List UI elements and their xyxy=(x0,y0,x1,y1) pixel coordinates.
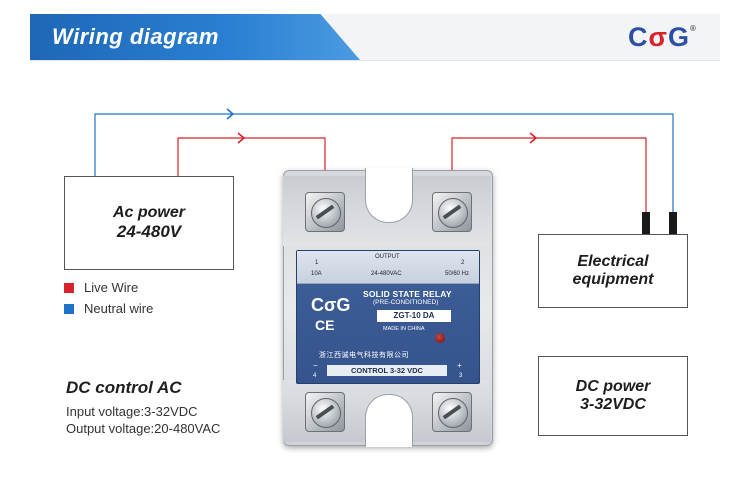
control-voltage-label: CONTROL 3-32 VDC xyxy=(327,365,447,376)
neutral-swatch xyxy=(64,304,74,314)
dc-power-label: DC power xyxy=(575,377,651,395)
neutral-wire xyxy=(94,113,674,212)
plus-label: + xyxy=(457,361,462,370)
made-in-label: MADE IN CHINA xyxy=(383,326,425,332)
frequency-label: 50/60 Hz xyxy=(445,271,470,277)
live-arrow-output xyxy=(529,132,538,144)
brand-logo: CσG® xyxy=(628,22,697,52)
legend-neutral-label: Neutral wire xyxy=(84,301,154,316)
electrical-equipment-box: Electrical equipment xyxy=(538,234,688,308)
terminal-screw-4-icon xyxy=(305,392,345,432)
live-swatch xyxy=(64,283,74,293)
terminal-screw-1-icon xyxy=(305,192,345,232)
equipment-label-2: equipment xyxy=(572,271,654,288)
dc-power-voltage: 3-32VDC xyxy=(580,396,646,413)
relay-model: ZGT-10 DA xyxy=(377,310,451,322)
dc-power-box: DC power 3-32VDC xyxy=(538,356,688,436)
status-led-icon xyxy=(435,333,445,343)
output-label: OUTPUT xyxy=(375,254,400,260)
minus-label: − xyxy=(313,361,318,370)
live-wire-output xyxy=(451,137,647,212)
mounting-slot-bottom xyxy=(365,394,413,447)
neutral-arrow xyxy=(226,108,235,120)
legend-live-label: Live Wire xyxy=(84,280,139,295)
legend-neutral: Neutral wire xyxy=(64,301,153,316)
terminal-1-label: 1 xyxy=(315,260,319,266)
equipment-label-1: Electrical xyxy=(577,252,649,270)
relay-logo: CσG xyxy=(311,295,351,315)
relay-label-plate: OUTPUT 1 2 10A 24-480VAC 50/60 Hz CσG CE… xyxy=(296,250,480,384)
amps-label: 10A xyxy=(311,271,322,277)
page-title: Wiring diagram xyxy=(52,24,219,49)
output-voltage: Output voltage:20-480VAC xyxy=(66,421,221,436)
terminal-screw-3-icon xyxy=(432,392,472,432)
relay-title: SOLID STATE RELAY xyxy=(363,289,452,299)
input-voltage: Input voltage:3-32VDC xyxy=(66,404,198,419)
terminal-2-label: 2 xyxy=(461,260,465,266)
ac-power-label: Ac power xyxy=(112,204,185,222)
voltage-label: 24-480VAC xyxy=(371,271,402,277)
terminal-3-label: 3 xyxy=(459,373,463,379)
live-arrow-ac xyxy=(237,132,246,144)
live-wire-ac xyxy=(177,137,326,176)
ac-power-voltage: 24-480V xyxy=(116,222,182,242)
company-name: 浙江西诚电气科技有限公司 xyxy=(319,352,409,359)
terminal-4-label: 4 xyxy=(313,373,317,379)
header-title-tab xyxy=(30,14,360,60)
ac-power-box: Ac power 24-480V xyxy=(64,176,234,270)
relay-output-strip: OUTPUT 1 2 10A 24-480VAC 50/60 Hz xyxy=(297,251,479,284)
legend-live: Live Wire xyxy=(64,280,138,295)
terminal-screw-2-icon xyxy=(432,192,472,232)
mounting-slot-top xyxy=(365,168,413,223)
ce-mark: CE xyxy=(315,317,335,333)
plug-prong-left xyxy=(642,212,650,234)
plug-prong-right xyxy=(669,212,677,234)
relay-subtitle: (PRE-CONDITIONED) xyxy=(373,299,439,306)
info-title: DC control AC xyxy=(66,378,182,397)
